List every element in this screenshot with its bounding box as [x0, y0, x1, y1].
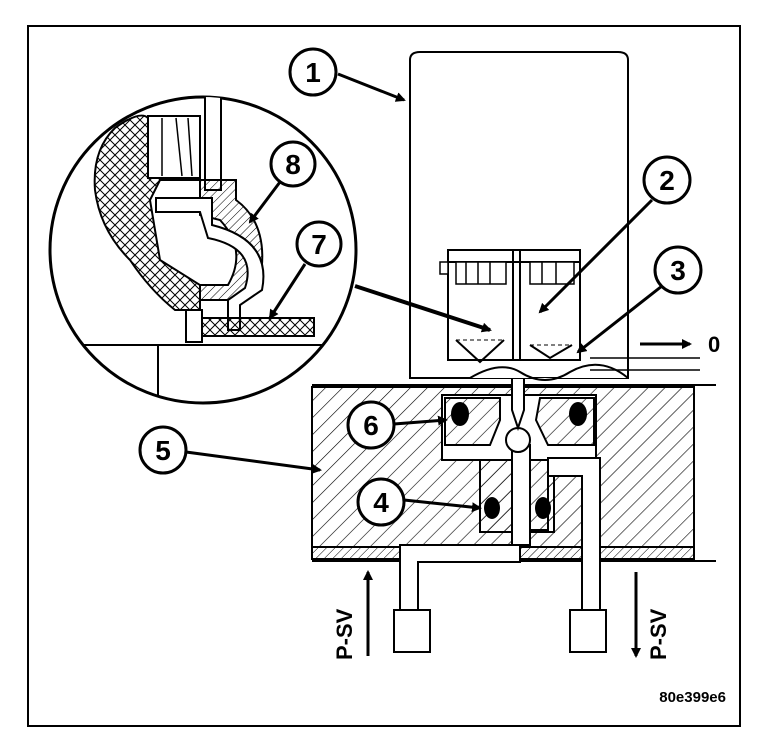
callout-1: 1 — [288, 47, 406, 102]
callout-7: 7 — [268, 220, 343, 320]
callout-8: 8 — [248, 140, 317, 224]
detail-leader-line — [354, 284, 492, 333]
callout-5: 5 — [138, 425, 322, 475]
callout-4: 4 — [356, 477, 482, 527]
reference-code: 80e399e6 — [659, 689, 726, 706]
inlet-port: P-SV — [332, 570, 431, 660]
callout-8-label: 8 — [285, 149, 301, 180]
inlet-flow-label: P-SV — [332, 608, 357, 660]
callout-2: 2 — [538, 155, 692, 314]
callout-7-label: 7 — [311, 229, 327, 260]
outlet-port: P-SV — [569, 572, 671, 660]
callout-4-label: 4 — [373, 487, 389, 518]
solenoid-cap — [409, 51, 629, 381]
callout-6: 6 — [346, 400, 448, 450]
outlet-label: 0 — [708, 332, 720, 357]
callout-1-label: 1 — [305, 57, 321, 88]
callout-3-label: 3 — [670, 255, 686, 286]
outlet-flow: 0 — [590, 332, 720, 371]
callout-6-label: 6 — [363, 410, 379, 441]
callout-2-label: 2 — [659, 165, 675, 196]
outlet-flow-label: P-SV — [646, 608, 671, 660]
callout-3: 3 — [576, 245, 703, 354]
callout-5-label: 5 — [155, 435, 171, 466]
